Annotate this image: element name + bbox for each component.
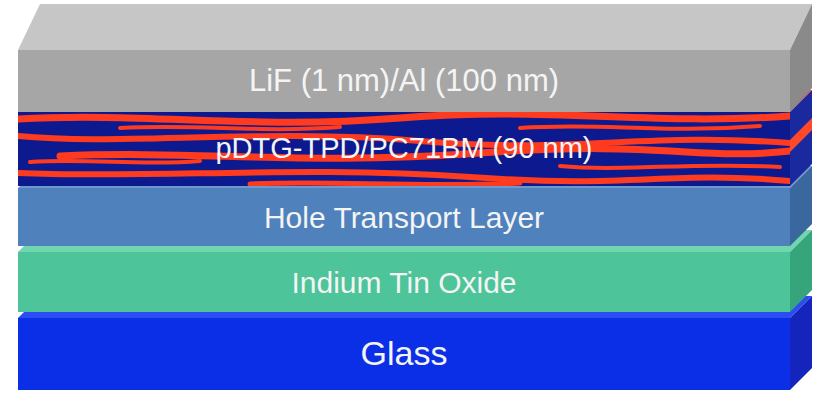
layer-label: LiF (1 nm)/Al (100 nm)	[249, 64, 559, 98]
glass-substrate: Glass	[18, 318, 790, 390]
active-layer: pDTG-TPD/PC71BM (90 nm)	[18, 112, 790, 186]
layer-label: pDTG-TPD/PC71BM (90 nm)	[215, 133, 592, 165]
hole-transport-layer: Hole Transport Layer	[18, 188, 790, 246]
layer-label: Glass	[361, 335, 448, 372]
layer-label: Hole Transport Layer	[264, 201, 544, 234]
ito-layer: Indium Tin Oxide	[18, 252, 790, 312]
electrode-slab	[18, 4, 812, 112]
layer-label: Indium Tin Oxide	[291, 266, 516, 299]
electrode-layer: LiF (1 nm)/Al (100 nm)	[18, 50, 790, 112]
